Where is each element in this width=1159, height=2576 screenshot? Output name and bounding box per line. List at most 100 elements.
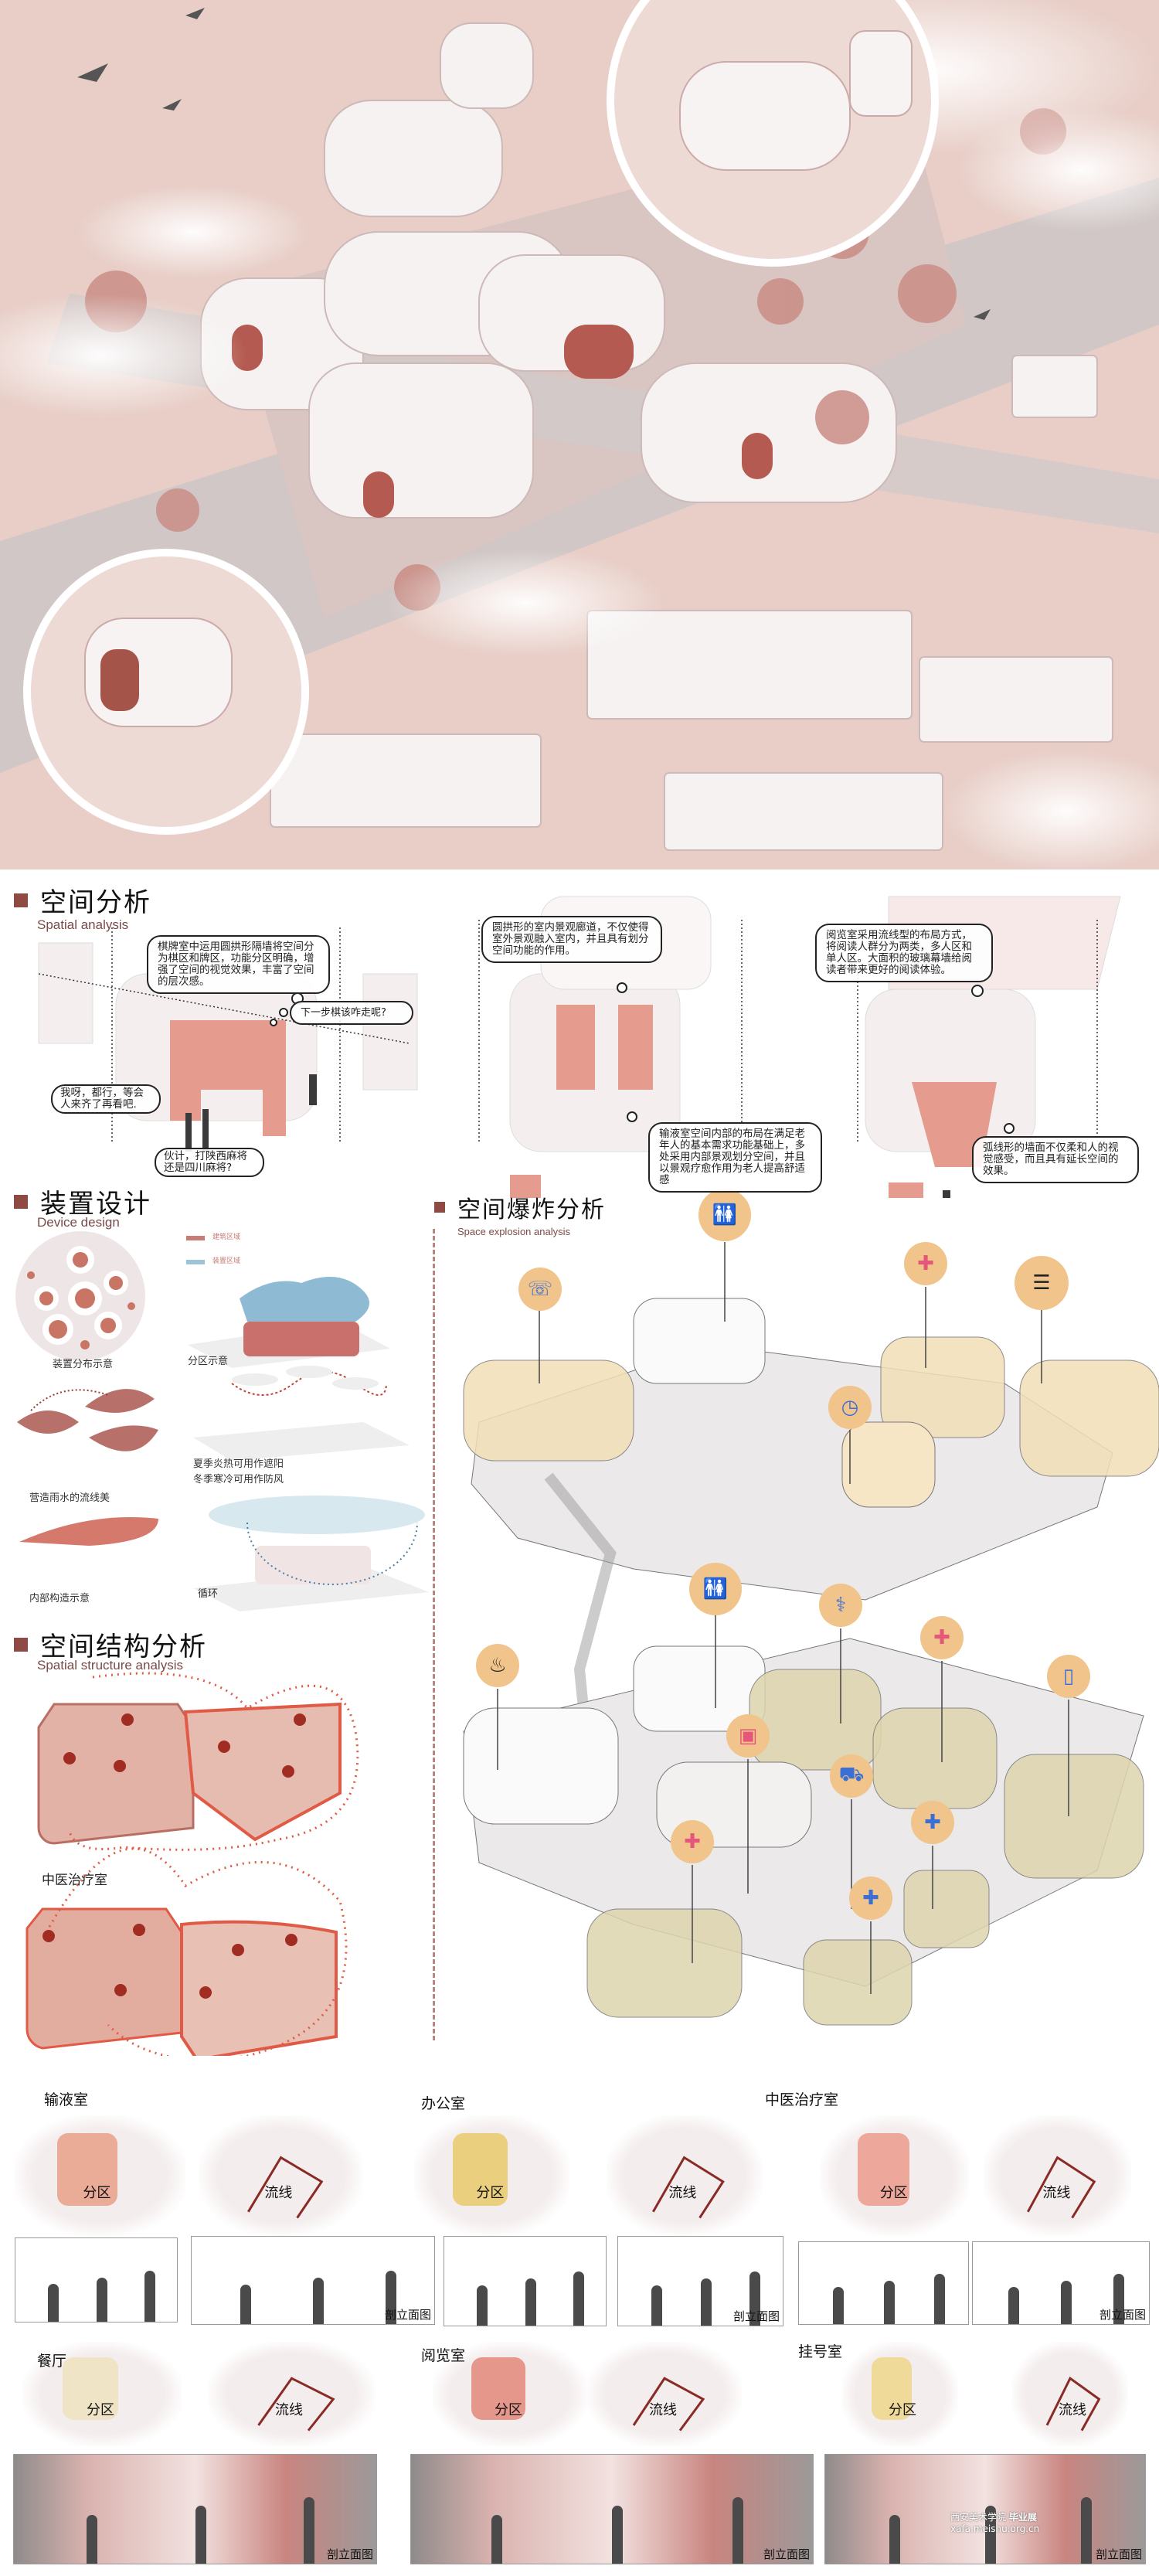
caption: 营造雨水的流线美 <box>29 1492 110 1504</box>
exploded-axonometric <box>463 1242 1159 2026</box>
caption: 夏季炎热可用作遮阳 <box>193 1458 284 1470</box>
person-silhouette <box>491 2514 502 2564</box>
speech-bubble: 棋牌室中运用圆拱形隔墙将空间分为棋区和牌区，功能分区明确，增强了空间的视觉效果，… <box>147 935 330 994</box>
title-square-icon <box>434 1202 445 1213</box>
section-subtitle: Spatial structure analysis <box>37 1658 183 1673</box>
room-title: 中医治疗室 <box>765 2091 839 2108</box>
person-silhouette <box>573 2271 585 2326</box>
room-title: 阅览室 <box>421 2347 466 2364</box>
person-silhouette <box>1113 2274 1125 2324</box>
flow-label: 流线 <box>264 2184 293 2201</box>
section-elevation-drawing: 剖立面图 <box>410 2454 814 2564</box>
watermark-label: 毕业展 <box>1008 2512 1037 2523</box>
room-label: 中医治疗室 <box>42 1873 107 1888</box>
legend-item: 建筑区域 <box>186 1232 240 1244</box>
medical-document-icon: ✚ <box>920 1616 964 1659</box>
zoning-diagram: 分区 <box>23 2342 182 2446</box>
person-silhouette <box>240 2285 251 2324</box>
structure-plans <box>25 1672 359 2056</box>
section-label: 剖立面图 <box>1099 2308 1146 2322</box>
speech-bubble: 阅览室采用流线型的布局方式，将阅读人群分为两类，多人区和单人区。大面积的玻璃幕墙… <box>815 924 993 982</box>
zone-highlight <box>471 2357 525 2421</box>
flow-arrow <box>1026 2156 1096 2219</box>
section-title-spatial-analysis: 空间分析 <box>14 881 151 919</box>
person-silhouette <box>1081 2497 1093 2564</box>
section-subtitle: Spatial analysis <box>37 917 129 932</box>
section-elevation-drawing: 剖立面图 <box>824 2454 1146 2564</box>
person-silhouette <box>832 2287 844 2324</box>
legend-label: 装置区域 <box>212 1257 241 1265</box>
room-title: 挂号室 <box>798 2343 843 2360</box>
title-text: 空间结构分析 <box>40 1632 207 1662</box>
person-silhouette <box>1008 2287 1019 2324</box>
flow-diagram: 流线 <box>607 2115 762 2236</box>
person-silhouette <box>612 2506 623 2564</box>
person-silhouette <box>313 2278 324 2324</box>
person-silhouette <box>1061 2280 1072 2324</box>
zoning-diagram: 分区 <box>433 2342 587 2446</box>
stethoscope-icon: ⚕ <box>819 1584 862 1627</box>
flow-diagram: 流线 <box>1012 2342 1128 2446</box>
section-title-device-design: 装置设计 <box>14 1183 151 1220</box>
speech-bubble: 弧线形的墙面不仅柔和人的视觉感受，而且具有延长空间的效果。 <box>972 1136 1139 1183</box>
medical-tag-icon: ✚ <box>849 1877 892 1920</box>
zone-label: 分区 <box>495 2402 522 2419</box>
room-title: 输液室 <box>44 2091 89 2108</box>
section-label: 剖立面图 <box>732 2309 780 2323</box>
section-elevation-drawing: 剖立面图 <box>191 2236 435 2325</box>
medical-kit-icon: ✚ <box>671 1820 714 1863</box>
flow-label: 流线 <box>649 2402 677 2419</box>
person-silhouette <box>144 2271 156 2322</box>
section-elevation-drawing <box>444 2236 607 2326</box>
person-silhouette <box>86 2514 97 2564</box>
section-label: 剖立面图 <box>763 2547 810 2561</box>
section-label: 剖立面图 <box>384 2308 431 2322</box>
zone-label: 分区 <box>83 2184 111 2201</box>
speech-bubble: 我呀，都行，等会人来齐了再看吧. <box>51 1084 161 1114</box>
watermark-url: xafa.meishu.org.cn <box>950 2523 1040 2534</box>
zoning-diagram: 分区 <box>821 2115 969 2236</box>
aerial-illustration <box>0 0 1159 869</box>
person-silhouette <box>889 2514 900 2564</box>
caption: 分区示意 <box>188 1356 229 1367</box>
watermark: 西安美术学院 毕业展 xafa.meishu.org.cn <box>950 2512 1039 2535</box>
flow-label: 流线 <box>275 2402 303 2419</box>
zone-highlight <box>453 2133 508 2206</box>
phone-medical-icon: ☏ <box>518 1268 562 1311</box>
flow-arrow <box>651 2156 725 2219</box>
person-silhouette <box>651 2285 662 2326</box>
person-silhouette <box>195 2506 206 2564</box>
person-silhouette <box>525 2278 536 2326</box>
zone-highlight <box>63 2357 118 2421</box>
flow-label: 流线 <box>668 2184 697 2201</box>
phone-pills-icon: ▯ <box>1047 1655 1090 1698</box>
zone-label: 分区 <box>476 2184 505 2201</box>
person-silhouette <box>476 2285 488 2326</box>
person-silhouette <box>883 2280 895 2324</box>
zone-highlight <box>858 2133 910 2206</box>
device-diagrams <box>15 1231 429 1611</box>
section-elevation-drawing <box>798 2241 969 2325</box>
medicine-bottle-icon: ✚ <box>911 1801 954 1844</box>
room-title: 办公室 <box>421 2095 466 2112</box>
flow-arrow <box>1045 2376 1101 2431</box>
section-elevation-drawing: 剖立面图 <box>13 2454 377 2564</box>
flow-diagram: 流线 <box>199 2115 362 2236</box>
person-silhouette <box>934 2274 946 2324</box>
section-elevation-drawing: 剖立面图 <box>617 2236 783 2326</box>
caption: 循环 <box>198 1588 219 1600</box>
flow-diagram: 流线 <box>587 2342 742 2446</box>
speech-bubble: 下一步棋该咋走呢? <box>290 1001 413 1025</box>
zoning-diagram: 分区 <box>842 2342 958 2446</box>
title-text: 空间分析 <box>40 887 151 918</box>
aerial-render <box>0 0 1159 869</box>
title-text: 空间爆炸分析 <box>457 1196 606 1223</box>
section-subtitle: Device design <box>37 1215 120 1230</box>
caption: 内部构造示意 <box>29 1593 90 1604</box>
person-silhouette <box>749 2271 761 2326</box>
speech-bubble: 输液室空间内部的布局在满足老年人的基本需求功能基础上，多处采用内部景观划分空间，… <box>648 1122 822 1193</box>
flow-arrow <box>257 2377 335 2431</box>
person-silhouette <box>47 2284 59 2322</box>
section-elevation-drawing <box>15 2237 178 2322</box>
flow-diagram: 流线 <box>984 2115 1131 2236</box>
